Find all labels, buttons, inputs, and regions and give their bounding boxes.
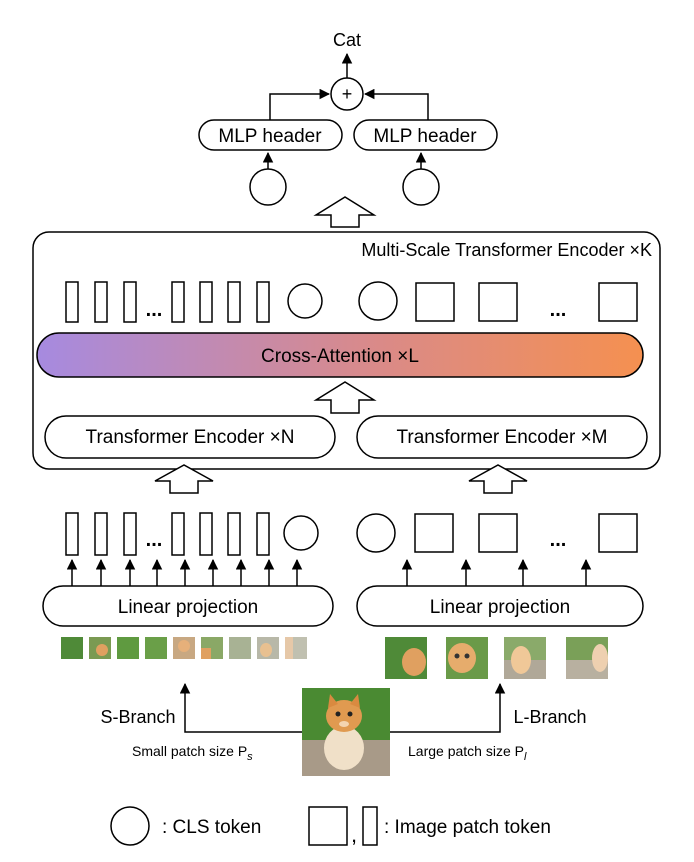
output-label: Cat bbox=[333, 30, 361, 50]
input-left-ellipsis: ... bbox=[146, 529, 163, 551]
large-patch-thumbnails bbox=[385, 637, 608, 679]
legend-patch-label: : Image patch token bbox=[384, 817, 551, 838]
right-linear-projection-label: Linear projection bbox=[430, 597, 570, 618]
left-transformer-encoder bbox=[44, 415, 336, 459]
small-patch-image bbox=[229, 637, 251, 659]
encoder-output-block-arrow bbox=[313, 196, 377, 228]
sum-symbol: + bbox=[342, 84, 353, 104]
small-patch-token bbox=[199, 281, 213, 323]
encoder-token-row bbox=[65, 281, 638, 323]
large-patch-token bbox=[598, 282, 638, 322]
legend-cls-token-icon bbox=[110, 806, 150, 846]
small-patch-token bbox=[256, 281, 270, 323]
small-patch-thumbnails bbox=[61, 637, 307, 659]
small-patch-token bbox=[94, 512, 108, 556]
right-transformer-encoder bbox=[356, 415, 648, 459]
encoder-right-ellipsis: ... bbox=[550, 299, 567, 321]
left-linear-projection bbox=[42, 585, 334, 627]
large-patch-token bbox=[478, 282, 518, 322]
legend-comma: , bbox=[351, 822, 357, 847]
small-patch-image bbox=[61, 637, 83, 659]
left-transformer-encoder-label: Transformer Encoder ×N bbox=[86, 427, 295, 448]
s-branch-label: S-Branch bbox=[100, 707, 175, 727]
large-patch-token bbox=[598, 513, 638, 553]
l-branch-label: L-Branch bbox=[513, 707, 586, 727]
legend-cls-label: : CLS token bbox=[162, 817, 261, 838]
left-linear-projection-label: Linear projection bbox=[118, 597, 258, 618]
large-patch-token bbox=[478, 513, 518, 553]
small-patch-caption: Small patch size Ps bbox=[132, 743, 253, 763]
left-mlp-header bbox=[198, 119, 343, 151]
s-branch-block-arrow bbox=[154, 464, 214, 494]
small-patch-token bbox=[65, 281, 79, 323]
small-patch-token bbox=[171, 512, 185, 556]
legend-large-patch-icon bbox=[308, 806, 348, 846]
cross-attention-label: Cross-Attention ×L bbox=[261, 346, 419, 367]
projection-arrows bbox=[66, 558, 592, 587]
input-right-ellipsis: ... bbox=[550, 529, 567, 551]
small-patch-token bbox=[171, 281, 185, 323]
l-branch-block-arrow bbox=[468, 464, 528, 494]
small-patch-token bbox=[123, 512, 137, 556]
large-patch-token bbox=[415, 282, 455, 322]
small-patch-token bbox=[199, 512, 213, 556]
small-patch-token bbox=[123, 281, 137, 323]
small-patch-token bbox=[227, 281, 241, 323]
cross-attention-block bbox=[36, 332, 644, 378]
left-cls-token-output bbox=[249, 168, 287, 206]
large-cls-token bbox=[358, 281, 398, 321]
s-branch-arrow bbox=[179, 682, 302, 733]
input-token-row bbox=[65, 512, 638, 556]
right-head-to-sum-arrow bbox=[363, 88, 429, 120]
large-patch-caption: Large patch size Pl bbox=[408, 743, 527, 763]
large-patch-token bbox=[414, 513, 454, 553]
right-linear-projection bbox=[356, 585, 644, 627]
small-cls-token bbox=[283, 515, 319, 551]
small-patch-token bbox=[227, 512, 241, 556]
multi-scale-encoder-title: Multi-Scale Transformer Encoder ×K bbox=[361, 240, 652, 260]
encoder-left-ellipsis: ... bbox=[146, 299, 163, 321]
left-head-to-sum-arrow bbox=[269, 88, 331, 120]
right-mlp-header-label: MLP header bbox=[373, 126, 477, 147]
legend-small-patch-icon bbox=[362, 806, 378, 846]
small-patch-image bbox=[117, 637, 139, 659]
small-patch-token bbox=[65, 512, 79, 556]
input-cat-image bbox=[302, 688, 390, 776]
small-cls-token bbox=[287, 283, 323, 319]
small-patch-image bbox=[145, 637, 167, 659]
large-cls-token bbox=[356, 513, 396, 553]
small-patch-token bbox=[94, 281, 108, 323]
small-patch-token bbox=[256, 512, 270, 556]
right-transformer-encoder-label: Transformer Encoder ×M bbox=[396, 427, 607, 448]
left-mlp-header-label: MLP header bbox=[218, 126, 322, 147]
right-cls-token-output bbox=[402, 168, 440, 206]
right-mlp-header bbox=[353, 119, 498, 151]
sum-node bbox=[330, 77, 364, 111]
encoders-to-cross-attention-block-arrow bbox=[313, 381, 377, 414]
l-branch-arrow bbox=[390, 682, 506, 733]
